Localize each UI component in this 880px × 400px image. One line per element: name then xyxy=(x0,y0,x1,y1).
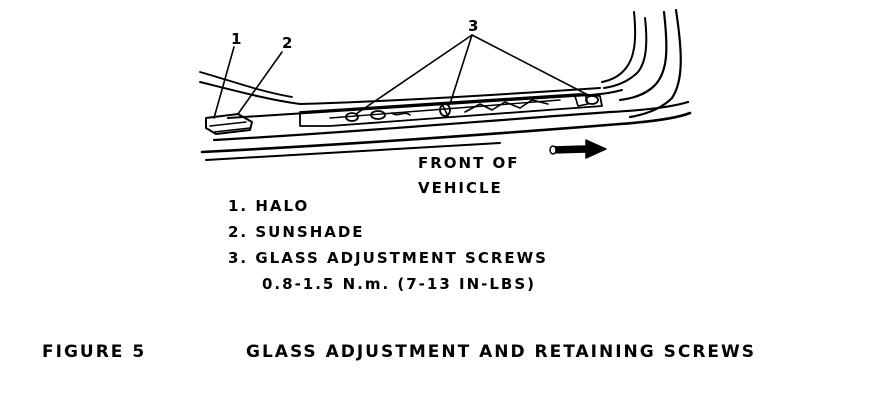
callout-2: 2 xyxy=(282,34,293,52)
callout-1: 1 xyxy=(231,30,242,48)
roof-pillar xyxy=(601,8,682,119)
figure-title: GLASS ADJUSTMENT AND RETAINING SCREWS xyxy=(246,342,757,362)
figure-number: FIGURE 5 xyxy=(42,342,147,362)
legend-item-screws: 3. GLASS ADJUSTMENT SCREWS xyxy=(228,249,548,267)
direction-label-line1: FRONT OF xyxy=(418,154,520,172)
leader-lines xyxy=(213,34,591,119)
direction-label-line2: VEHICLE xyxy=(418,179,503,197)
adjustment-screws xyxy=(345,93,599,122)
legend-item-halo: 1. HALO xyxy=(228,197,310,215)
legend-item-screws-torque: 0.8-1.5 N.m. (7-13 IN-LBS) xyxy=(262,275,537,293)
callout-3: 3 xyxy=(468,17,479,35)
front-arrow-icon xyxy=(549,139,607,159)
legend-item-sunshade: 2. SUNSHADE xyxy=(228,223,365,241)
roof-rails xyxy=(199,71,692,161)
